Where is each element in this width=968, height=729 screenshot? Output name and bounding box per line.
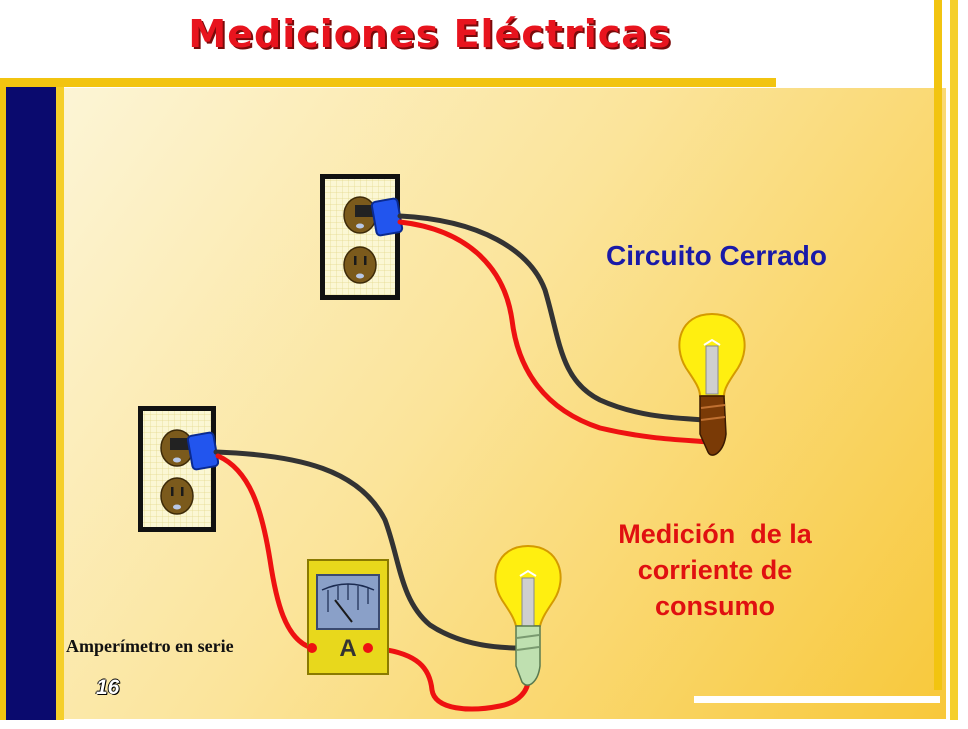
outlet-top (320, 174, 400, 300)
closed-circuit-label: Circuito Cerrado (606, 240, 827, 271)
title-underline (0, 78, 776, 87)
right-border-line (934, 0, 942, 690)
plug-top (355, 197, 404, 237)
measurement-label-line: consumo (654, 591, 775, 621)
wire-black-bottom (213, 449, 523, 651)
lightbulb-top (678, 312, 746, 456)
left-border-navy (6, 86, 56, 720)
wire-red-bottom-2 (369, 645, 531, 712)
measurement-label-line: Medición de la (618, 519, 812, 549)
wire-red-top (397, 219, 711, 445)
page-number: 16 (96, 676, 120, 699)
left-border-gold (56, 86, 64, 720)
plug-bottom (170, 431, 220, 471)
measurement-label: Medición de la corriente de consumo (570, 516, 860, 624)
wire-red-bottom-1 (215, 453, 315, 651)
wire-black-top (397, 213, 708, 423)
right-border-line-outer (950, 0, 958, 720)
slide-title: Mediciones Eléctricas (188, 12, 672, 56)
ammeter-symbol: A (339, 635, 356, 662)
ammeter (307, 559, 389, 675)
slide-background (58, 88, 946, 719)
lightbulb-bottom (494, 544, 562, 686)
bottom-accent-line (694, 696, 940, 703)
left-border-yellow (0, 80, 6, 720)
measurement-label-line: corriente de (637, 555, 793, 585)
ammeter-series-label: Amperímetro en serie (66, 636, 234, 656)
